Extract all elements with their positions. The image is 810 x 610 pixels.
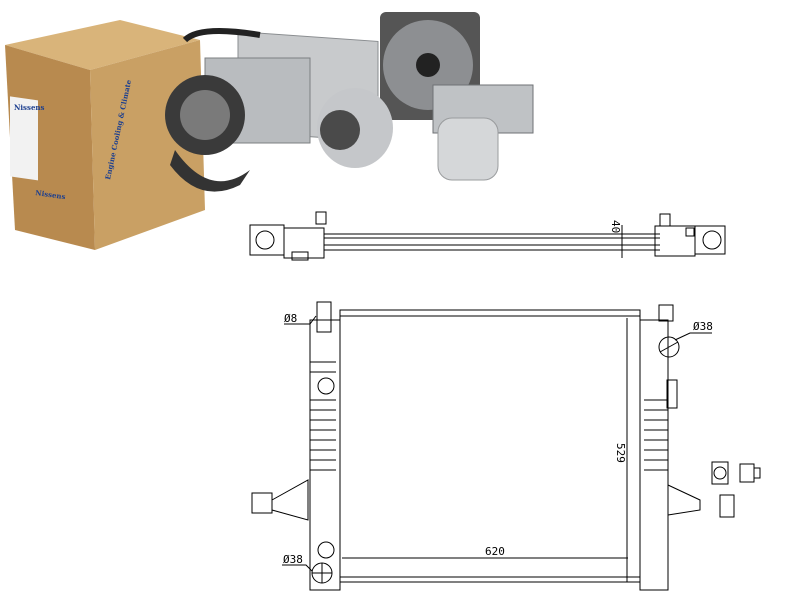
hole-diameter-label: Ø8: [284, 312, 297, 325]
receiver-drier: [437, 117, 499, 181]
radiator-core: [339, 309, 641, 583]
outlet-bottom-diameter-label: Ø38: [283, 553, 303, 566]
box-brand-label: Nissens: [14, 103, 44, 112]
height-dimension: 529: [614, 443, 627, 463]
box-brand-label-2: Nissens: [35, 188, 66, 201]
depth-dimension: 40: [609, 220, 622, 233]
outlet-top-diameter-label: Ø38: [693, 320, 713, 333]
width-dimension: 620: [485, 545, 505, 558]
parts-photo: [165, 12, 534, 192]
front-view-drawing: [251, 301, 761, 591]
top-view-drawing: [249, 211, 726, 261]
